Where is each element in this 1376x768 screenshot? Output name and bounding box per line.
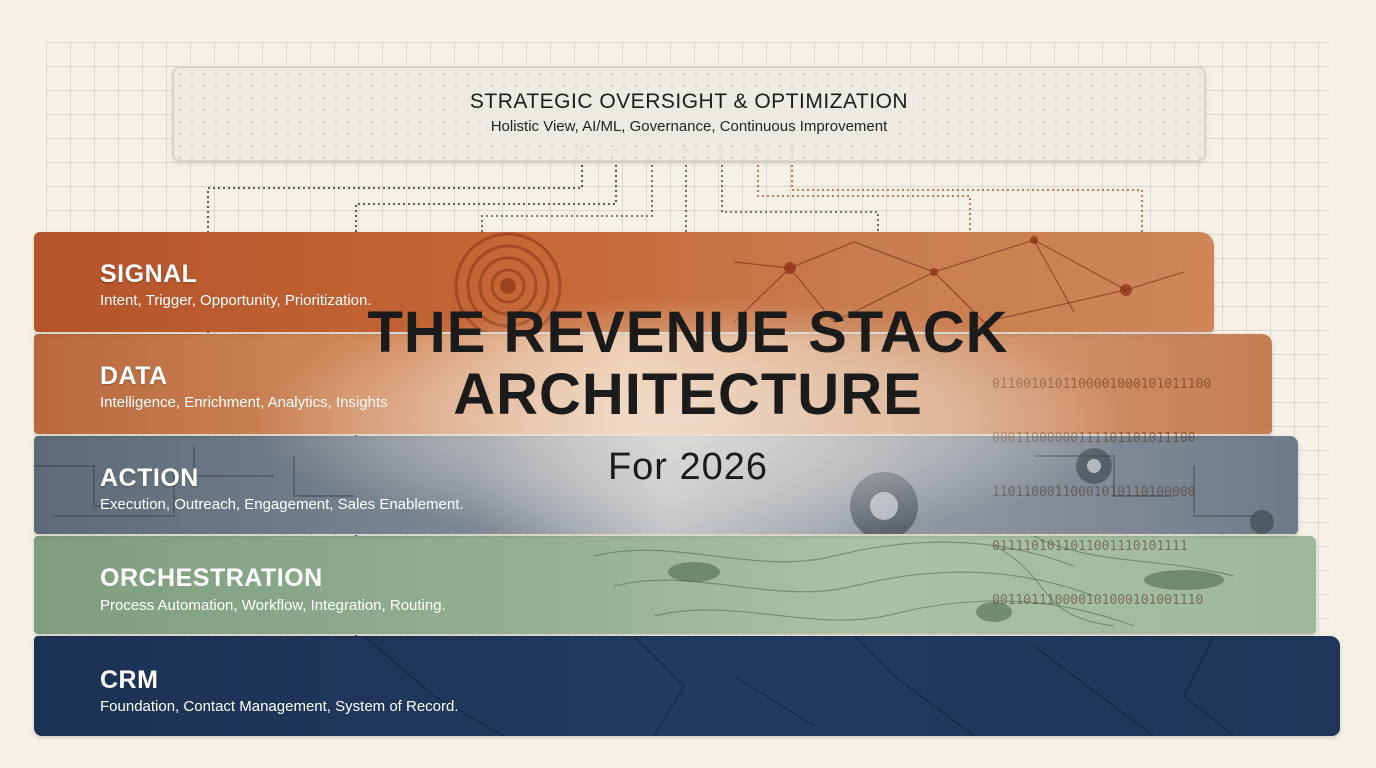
binary-line: 0111101011011001110101111 — [992, 539, 1188, 554]
headline-line-2: ARCHITECTURE — [453, 362, 923, 427]
layer-name: ORCHESTRATION — [100, 564, 323, 592]
headline-line-1: THE REVENUE STACK — [367, 300, 1009, 365]
crack-texture-icon — [363, 636, 1235, 736]
strategic-subtitle: Holistic View, AI/ML, Governance, Contin… — [484, 118, 894, 135]
layer-desc: Process Automation, Workflow, Integratio… — [100, 597, 446, 614]
strategic-title: STRATEGIC OVERSIGHT & OPTIMIZATION — [463, 90, 915, 114]
strategic-oversight-box: STRATEGIC OVERSIGHT & OPTIMIZATION Holis… — [172, 66, 1206, 162]
headline: THE REVENUE STACK ARCHITECTURE For 2026 — [248, 302, 1128, 489]
binary-line: 001101110000101000101001110 — [992, 593, 1204, 608]
layer-name: CRM — [100, 666, 159, 694]
topographic-icon — [593, 536, 1235, 627]
headline-glow — [260, 300, 1120, 540]
layer-name: ACTION — [100, 464, 199, 492]
headline-year: For 2026 — [607, 446, 769, 488]
layer-orchestration: ORCHESTRATION Process Automation, Workfl… — [34, 536, 1316, 634]
layer-name: DATA — [100, 362, 168, 390]
layer-desc: Foundation, Contact Management, System o… — [100, 698, 459, 715]
layer-crm: CRM Foundation, Contact Management, Syst… — [34, 636, 1340, 736]
layer-name: SIGNAL — [100, 260, 198, 288]
